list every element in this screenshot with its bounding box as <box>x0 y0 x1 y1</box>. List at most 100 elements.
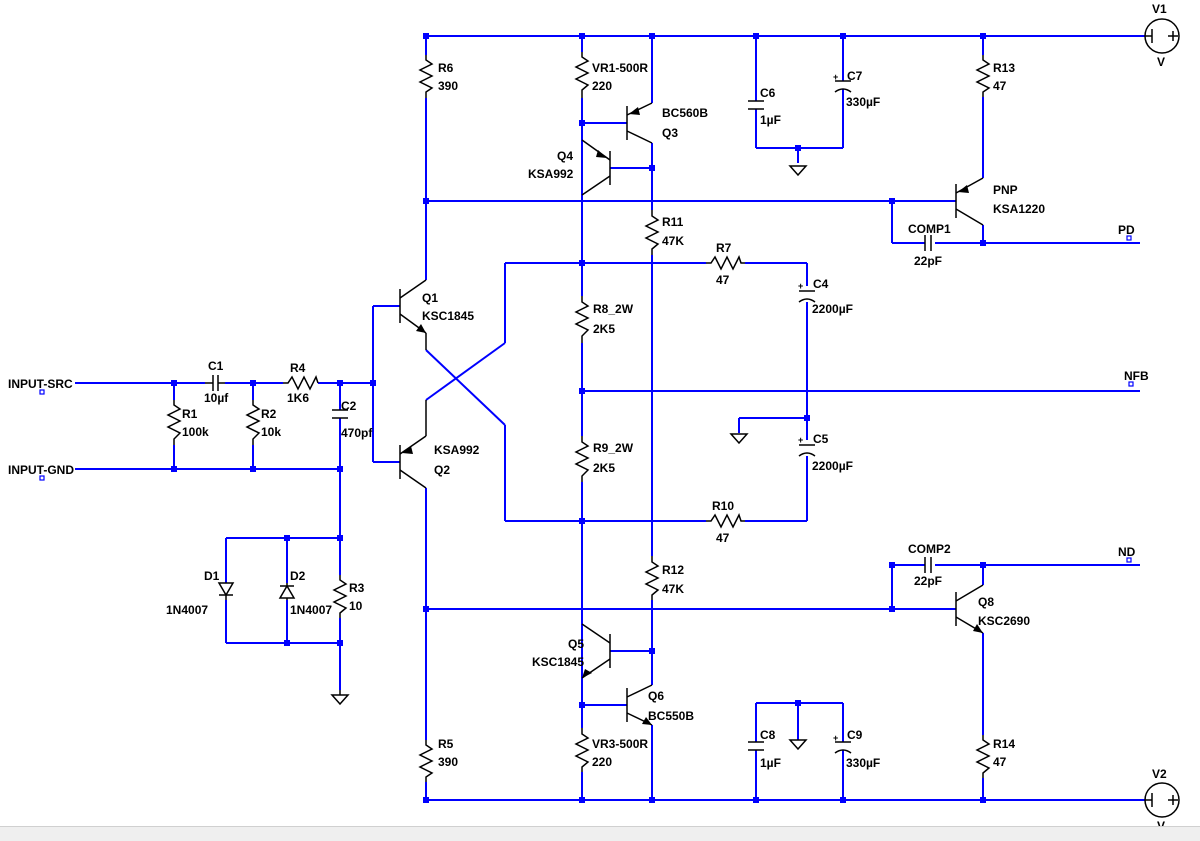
svg-text:2200µF: 2200µF <box>812 459 853 473</box>
svg-text:47: 47 <box>716 531 730 545</box>
capacitor-c6: C6 1µF <box>748 86 781 127</box>
svg-text:R6: R6 <box>438 61 454 75</box>
capacitor-c1: C1 10µf <box>204 359 229 405</box>
svg-text:1µF: 1µF <box>760 756 781 770</box>
voltage-source-v2: V2 V <box>1144 767 1180 826</box>
svg-text:R1: R1 <box>182 407 198 421</box>
resistor-r14: R14 47 <box>975 735 1015 778</box>
resistor-r12: R12 47K <box>644 556 684 600</box>
svg-text:390: 390 <box>438 755 458 769</box>
svg-text:BC560B: BC560B <box>662 106 708 120</box>
svg-text:22pF: 22pF <box>914 254 942 268</box>
svg-text:47K: 47K <box>662 234 684 248</box>
svg-text:PNP: PNP <box>993 183 1018 197</box>
svg-text:+: + <box>833 733 838 743</box>
svg-text:KSC1845: KSC1845 <box>422 309 474 323</box>
svg-text:V1: V1 <box>1152 2 1167 16</box>
ground-c8-c9 <box>788 739 808 751</box>
ground-c6-c7 <box>788 165 808 177</box>
resistor-r6: R6 390 <box>418 55 458 98</box>
svg-text:C6: C6 <box>760 86 776 100</box>
capacitor-c2: C2 470pf <box>332 399 373 440</box>
net-nfb: NFB <box>1124 369 1149 387</box>
svg-text:330µF: 330µF <box>846 756 880 770</box>
svg-text:+: + <box>798 281 803 291</box>
resistor-vr3: VR3-500R 220 <box>574 728 648 772</box>
svg-text:R12: R12 <box>662 563 684 577</box>
svg-text:C8: C8 <box>760 728 776 742</box>
resistor-r9: R9_2W 2K5 <box>574 436 634 482</box>
svg-text:D1: D1 <box>204 569 220 583</box>
resistor-r11: R11 47K <box>644 210 684 255</box>
svg-text:2K5: 2K5 <box>593 322 615 336</box>
svg-text:C9: C9 <box>847 728 863 742</box>
svg-text:1µF: 1µF <box>760 113 781 127</box>
net-input-src: INPUT-SRC <box>8 377 73 395</box>
resistor-r4: R4 1K6 <box>283 361 319 405</box>
svg-text:10µf: 10µf <box>204 391 229 405</box>
svg-text:R9_2W: R9_2W <box>593 441 634 455</box>
capacitor-c7: + C7 330µF <box>833 69 880 109</box>
svg-text:10k: 10k <box>261 425 281 439</box>
svg-text:390: 390 <box>438 79 458 93</box>
resistor-r10: R10 47 <box>706 499 745 545</box>
svg-text:R7: R7 <box>716 241 732 255</box>
svg-text:47K: 47K <box>662 582 684 596</box>
svg-text:C5: C5 <box>813 432 829 446</box>
svg-text:COMP1: COMP1 <box>908 222 951 236</box>
svg-text:NFB: NFB <box>1124 369 1149 383</box>
capacitor-c5: + C5 2200µF <box>798 432 853 473</box>
ground-c4-c5 <box>729 433 749 445</box>
transistor-q2: KSA992 Q2 <box>399 400 480 489</box>
svg-text:VR3-500R: VR3-500R <box>592 737 648 751</box>
svg-text:Q4: Q4 <box>557 149 573 163</box>
diode-d2: D2 1N4007 <box>278 569 332 617</box>
svg-text:Q2: Q2 <box>434 463 450 477</box>
resistor-r2: R2 10k <box>245 400 281 445</box>
status-bar <box>0 826 1200 841</box>
svg-text:+: + <box>798 435 803 445</box>
svg-text:INPUT-GND: INPUT-GND <box>8 463 74 477</box>
svg-text:2K5: 2K5 <box>593 461 615 475</box>
svg-text:PD: PD <box>1118 223 1135 237</box>
capacitor-c8: C8 1µF <box>748 728 781 770</box>
capacitor-comp2: COMP2 22pF <box>908 542 951 588</box>
svg-text:R2: R2 <box>261 407 277 421</box>
svg-text:R4: R4 <box>290 361 306 375</box>
resistor-r5: R5 390 <box>418 737 458 782</box>
svg-text:R14: R14 <box>993 737 1015 751</box>
svg-text:+: + <box>833 72 838 82</box>
svg-text:Q8: Q8 <box>978 595 994 609</box>
net-input-gnd: INPUT-GND <box>8 463 74 481</box>
svg-text:KSA992: KSA992 <box>434 443 480 457</box>
svg-text:C7: C7 <box>847 69 863 83</box>
svg-text:2200µF: 2200µF <box>812 302 853 316</box>
svg-text:Q1: Q1 <box>422 291 438 305</box>
svg-text:R10: R10 <box>712 499 734 513</box>
capacitor-comp1: COMP1 22pF <box>908 222 951 268</box>
svg-text:D2: D2 <box>290 569 306 583</box>
svg-text:V: V <box>1157 55 1165 69</box>
transistor-pnp: PNP KSA1220 <box>955 177 1045 226</box>
voltage-source-v1: V1 V <box>1144 2 1180 69</box>
svg-text:Q6: Q6 <box>648 689 664 703</box>
transistor-q5: Q5 KSC1845 <box>532 623 611 679</box>
svg-text:100k: 100k <box>182 425 209 439</box>
svg-text:R5: R5 <box>438 737 454 751</box>
svg-text:C1: C1 <box>208 359 224 373</box>
transistor-q6: Q6 BC550B <box>626 684 694 726</box>
junctions <box>171 33 986 803</box>
svg-text:KSC2690: KSC2690 <box>978 614 1030 628</box>
wires <box>75 35 1145 801</box>
svg-text:220: 220 <box>592 79 612 93</box>
svg-text:47: 47 <box>716 273 730 287</box>
svg-text:R11: R11 <box>662 215 684 229</box>
svg-text:VR1-500R: VR1-500R <box>592 61 648 75</box>
svg-text:1K6: 1K6 <box>287 391 309 405</box>
diode-d1: D1 1N4007 <box>166 569 235 617</box>
svg-text:V2: V2 <box>1152 767 1167 781</box>
svg-text:1N4007: 1N4007 <box>290 603 332 617</box>
transistor-q4: Q4 KSA992 <box>528 139 611 196</box>
svg-text:470pf: 470pf <box>341 426 373 440</box>
